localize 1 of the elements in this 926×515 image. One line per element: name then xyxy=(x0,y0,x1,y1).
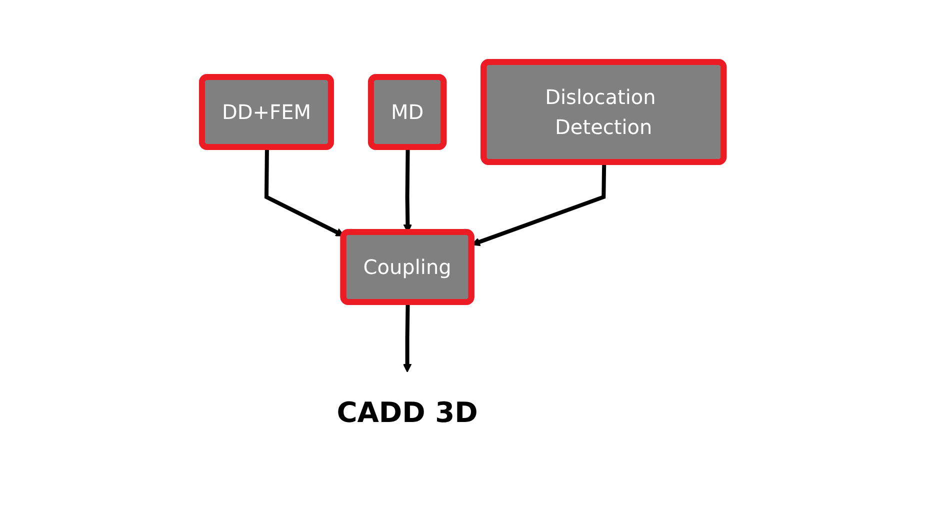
node-text: CADD 3D xyxy=(336,396,478,428)
